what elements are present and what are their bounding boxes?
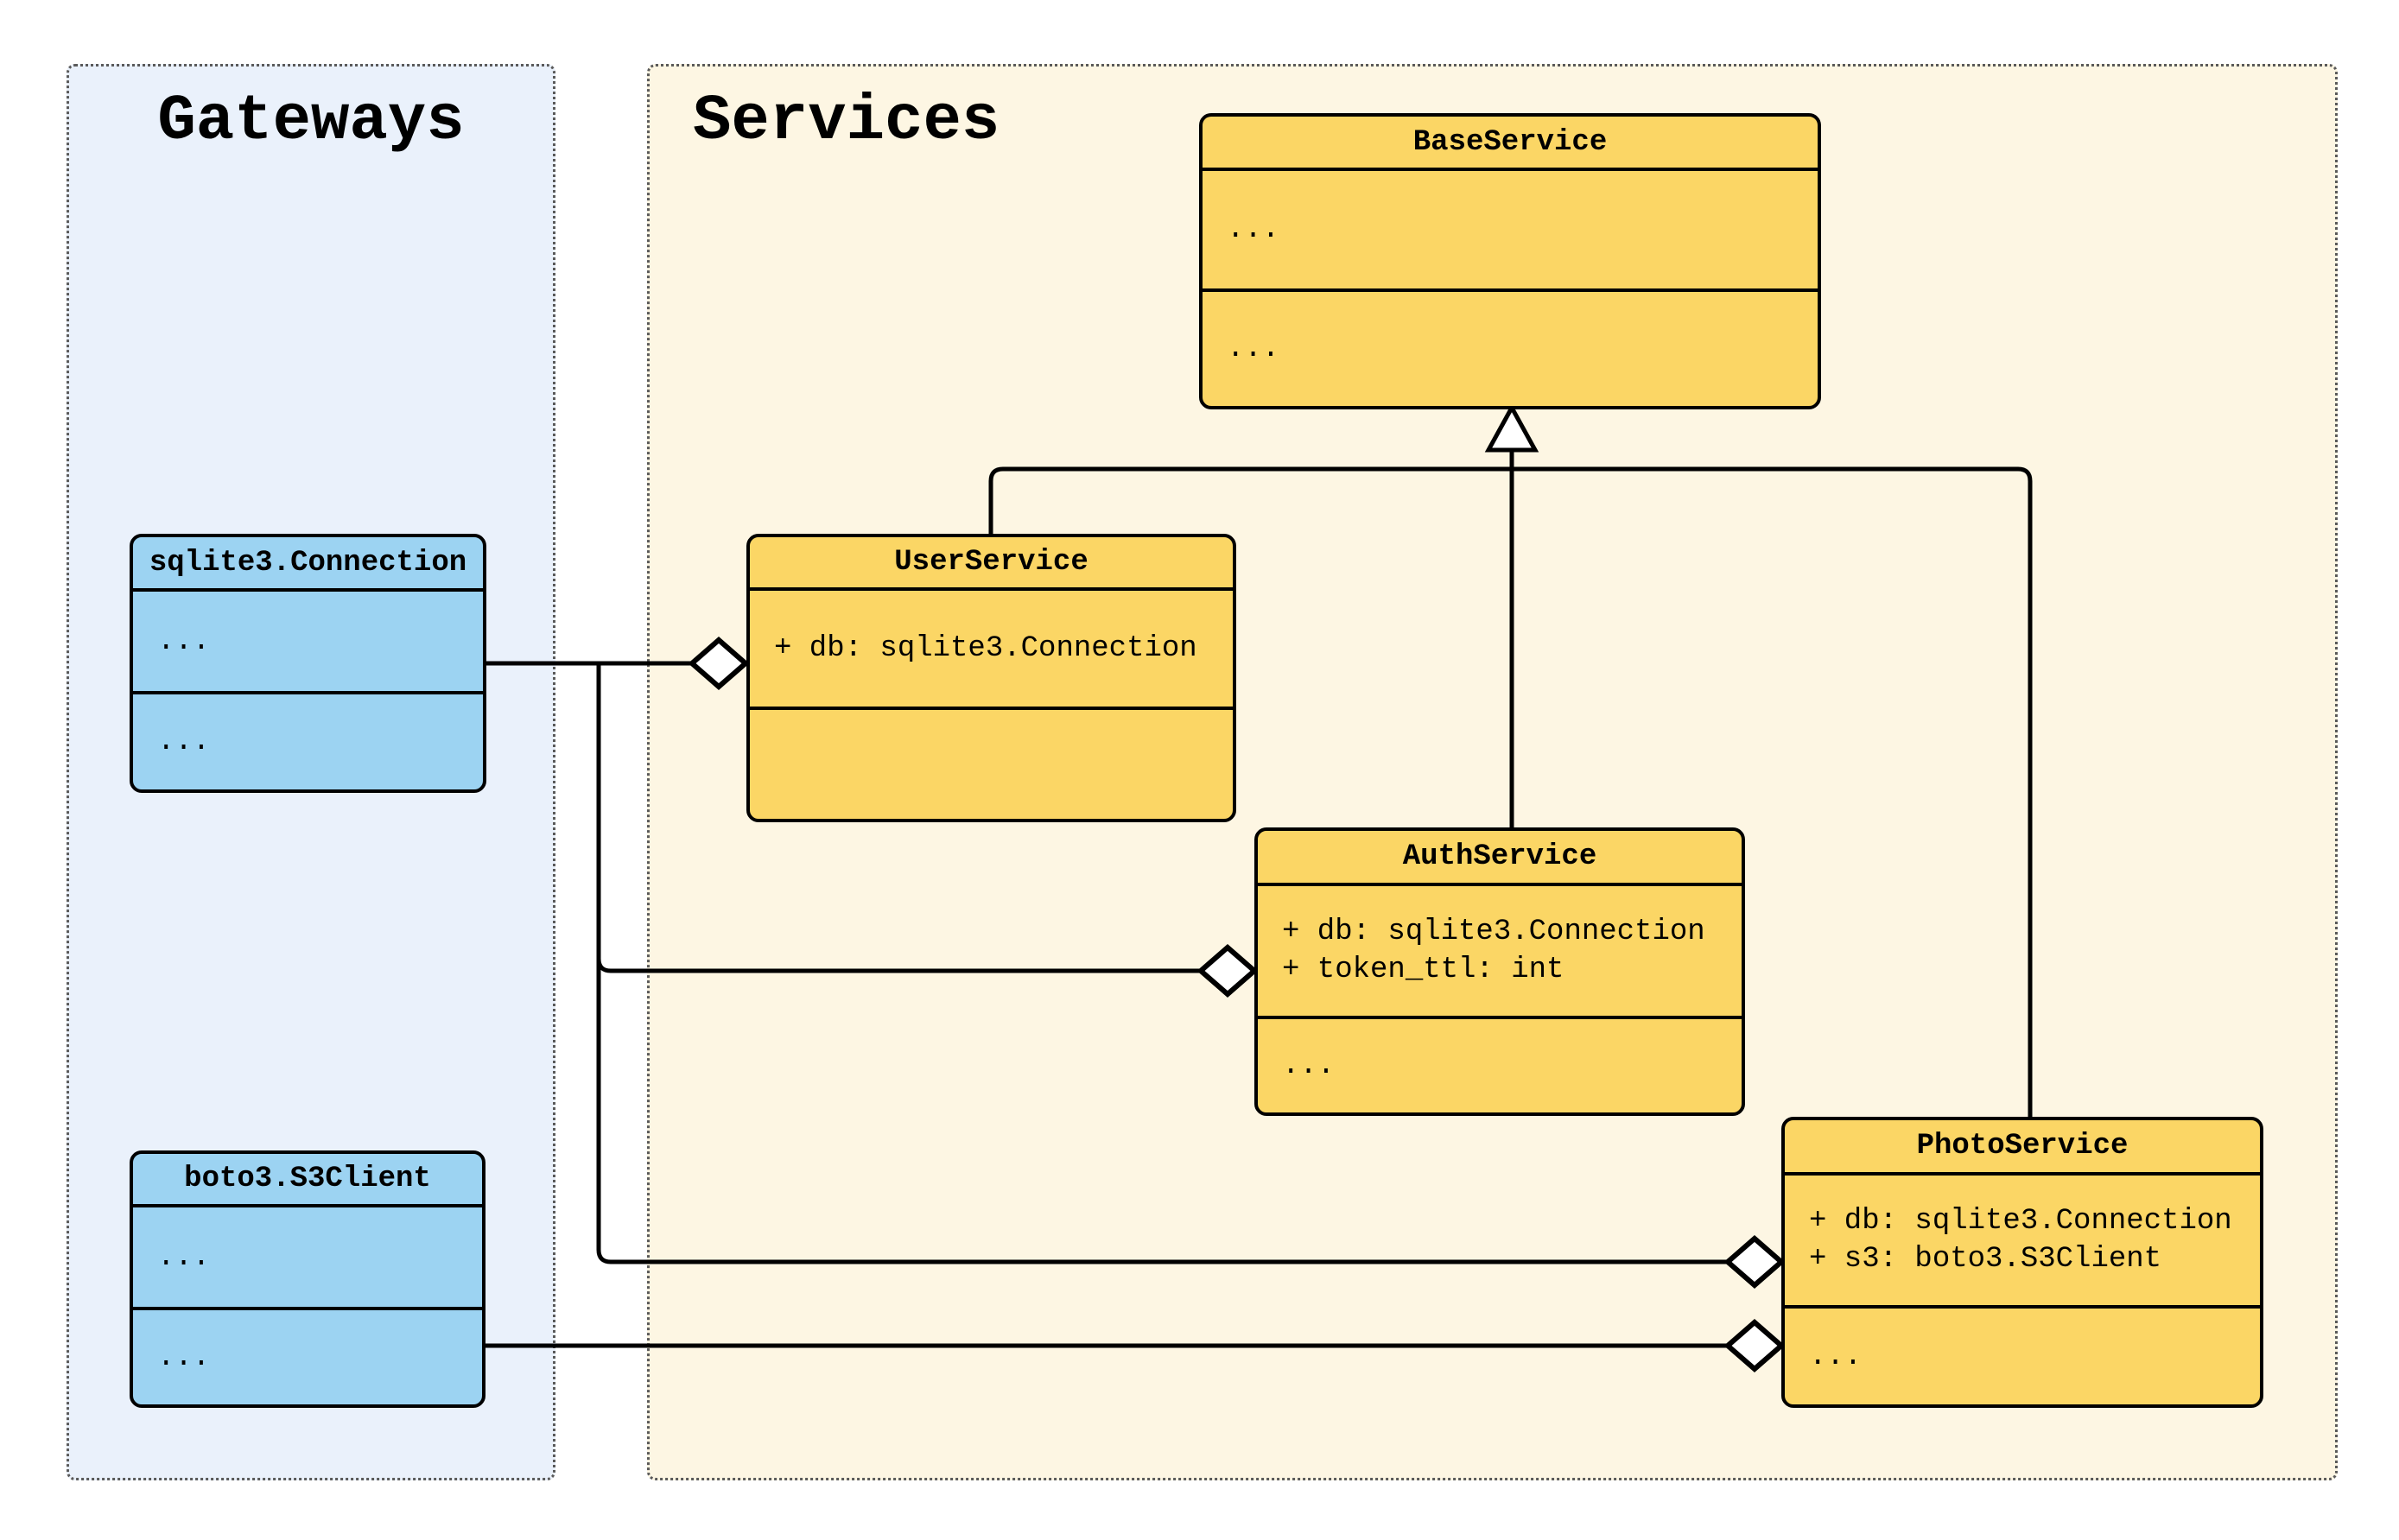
inheritance-triangle-icon (1484, 402, 1539, 453)
class-title: BaseService (1412, 125, 1608, 159)
class-node-baseservice: BaseService ... ... (1199, 113, 1821, 409)
class-attributes-section: + db: sqlite3.Connection (750, 587, 1233, 707)
attribute-item: ... (157, 1240, 211, 1274)
method-item: ... (157, 1340, 211, 1374)
class-node-sqlite3-connection: sqlite3.Connection ... ... (130, 534, 486, 793)
class-title: boto3.S3Client (184, 1163, 431, 1195)
class-title: UserService (894, 546, 1088, 579)
method-item: ... (157, 726, 211, 758)
class-attributes-section: ... (133, 1204, 482, 1307)
attribute-item: ... (1227, 213, 1280, 246)
class-node-authservice: AuthService + db: sqlite3.Connection + t… (1254, 827, 1745, 1116)
class-attributes-section: ... (133, 588, 483, 691)
class-methods-section (750, 707, 1233, 819)
gateways-group-title: Gateways (157, 86, 465, 158)
class-node-userservice: UserService + db: sqlite3.Connection (746, 534, 1236, 822)
method-item: ... (1282, 1049, 1336, 1082)
attribute-item: + db: sqlite3.Connection (1282, 916, 1705, 948)
class-methods-section: ... (1785, 1305, 2260, 1404)
class-attributes-section: ... (1203, 168, 1818, 288)
class-methods-section: ... (1203, 288, 1818, 406)
method-item: ... (1227, 333, 1280, 365)
class-attributes-section: + db: sqlite3.Connection + s3: boto3.S3C… (1785, 1172, 2260, 1305)
attribute-item: ... (157, 624, 211, 658)
class-attributes-section: + db: sqlite3.Connection + token_ttl: in… (1258, 883, 1742, 1016)
inheritance-connector (988, 448, 2033, 1120)
class-title: PhotoService (1916, 1130, 2129, 1163)
attribute-item: + s3: boto3.S3Client (1809, 1243, 2162, 1276)
attribute-item: + db: sqlite3.Connection (1809, 1205, 2232, 1238)
services-group-title: Services (693, 86, 1000, 158)
aggregation-connector (484, 661, 1729, 1348)
class-node-photoservice: PhotoService + db: sqlite3.Connection + … (1781, 1117, 2263, 1408)
class-title: sqlite3.Connection (149, 546, 467, 580)
class-methods-section: ... (133, 691, 483, 789)
class-methods-section: ... (1258, 1016, 1742, 1112)
method-item: ... (1809, 1340, 1863, 1373)
attribute-item: + db: sqlite3.Connection (774, 632, 1197, 665)
class-title: AuthService (1402, 840, 1597, 873)
attribute-item: + token_ttl: int (1282, 954, 1564, 986)
class-node-boto3-s3client: boto3.S3Client ... ... (130, 1150, 486, 1408)
class-methods-section: ... (133, 1307, 482, 1404)
